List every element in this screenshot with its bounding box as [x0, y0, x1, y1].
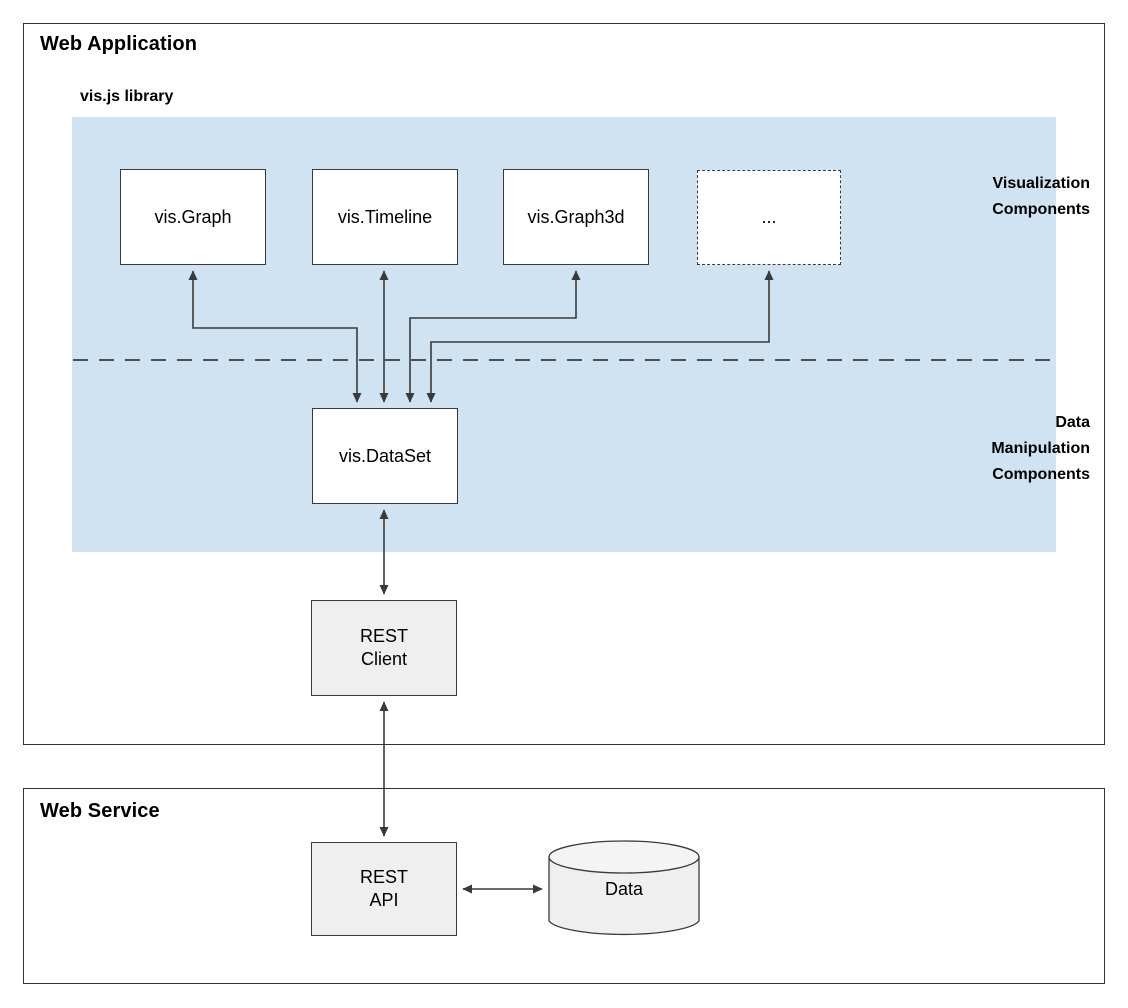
group-label-datamanip-line2: Manipulation	[991, 440, 1090, 457]
group-label-datamanip-line3: Components	[992, 466, 1090, 483]
node-rest-client[interactable]: REST Client	[311, 600, 457, 696]
node-rest-client-line2: Client	[360, 649, 407, 669]
group-label-datamanip-line1: Data	[1055, 414, 1090, 431]
node-vis-dataset[interactable]: vis.DataSet	[312, 408, 458, 504]
node-rest-api-line2: API	[369, 890, 399, 910]
node-rest-client-line1: REST	[359, 626, 408, 646]
node-data-store[interactable]: Data	[548, 841, 700, 937]
node-vis-timeline-label: vis.Timeline	[337, 206, 433, 227]
group-label-visualization-line1: Visualization	[992, 175, 1090, 192]
node-rest-api-line1: REST	[359, 867, 408, 887]
group-label-visualization-line2: Components	[992, 201, 1090, 218]
node-ellipsis-label: ...	[761, 207, 777, 227]
node-data-store-label: Data	[604, 878, 644, 899]
node-vis-timeline[interactable]: vis.Timeline	[312, 169, 458, 265]
section-title-visjs-library: vis.js library	[80, 88, 174, 105]
panel-title-web-service: Web Service	[40, 800, 160, 822]
node-rest-api[interactable]: REST API	[311, 842, 457, 936]
panel-title-web-application: Web Application	[40, 33, 198, 55]
node-vis-graph3d[interactable]: vis.Graph3d	[503, 169, 649, 265]
node-rest-api-label: REST API	[360, 866, 408, 912]
node-vis-dataset-label: vis.DataSet	[338, 445, 432, 466]
node-vis-graph[interactable]: vis.Graph	[120, 169, 266, 265]
node-vis-graph3d-label: vis.Graph3d	[527, 206, 625, 227]
group-label-data-manipulation-components: Data Manipulation Components	[991, 410, 1090, 488]
node-vis-graph-label: vis.Graph	[154, 206, 232, 227]
node-rest-client-label: REST Client	[360, 625, 408, 671]
group-label-visualization-components: Visualization Components	[992, 171, 1090, 223]
node-more-components-placeholder[interactable]: ...	[697, 170, 841, 265]
